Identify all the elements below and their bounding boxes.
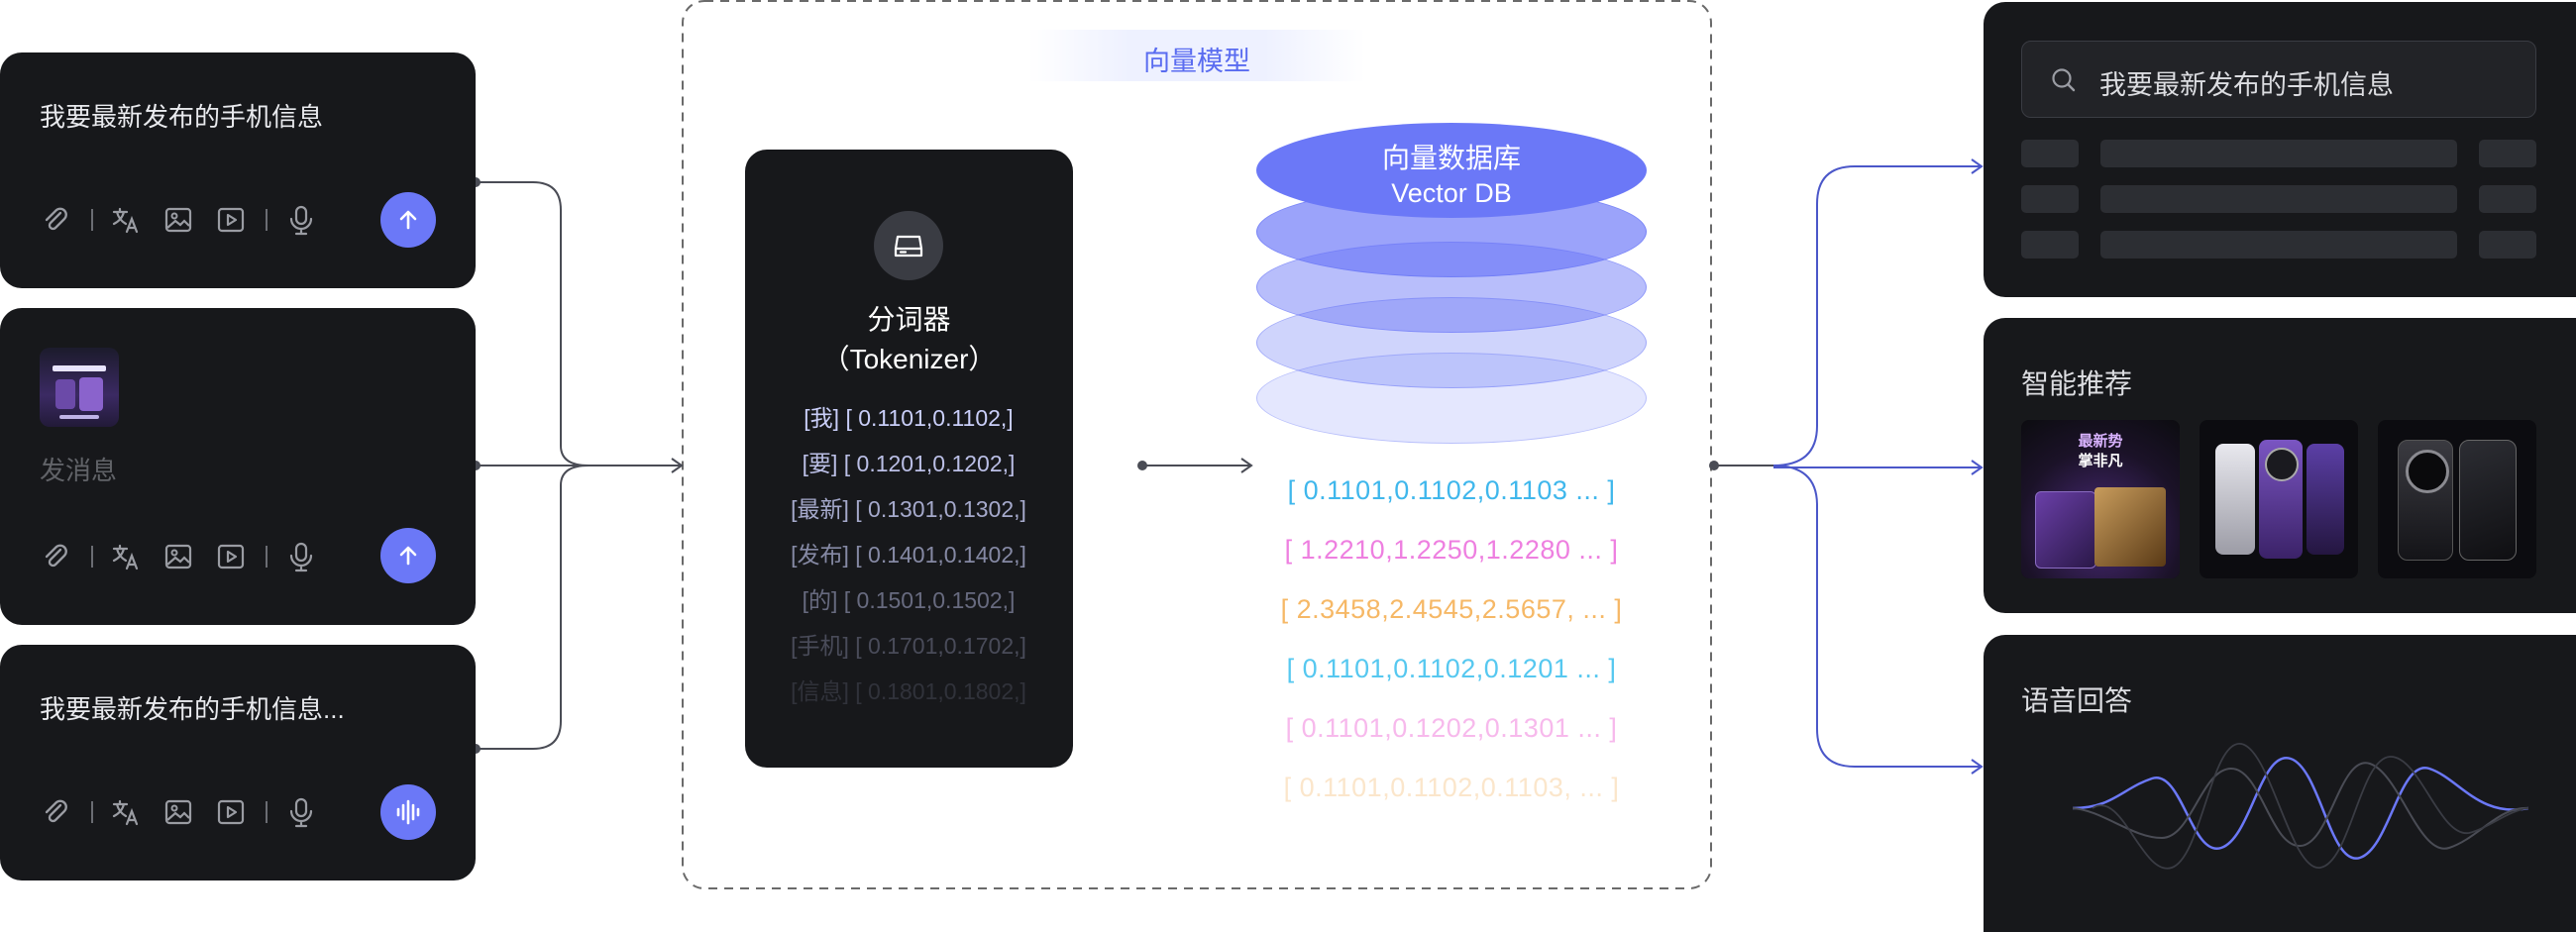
token-row: [发布] [ 0.1401,0.1402,]: [791, 542, 1026, 568]
result-skeleton: [2479, 185, 2536, 213]
paperclip-icon[interactable]: [40, 541, 71, 572]
model-title: 向量模型: [1143, 47, 1250, 76]
toolbar-divider: [266, 209, 268, 231]
product-card[interactable]: [2378, 420, 2536, 578]
voice-send-button[interactable]: [380, 784, 436, 840]
video-icon[interactable]: [215, 204, 247, 236]
tokenizer-icon-badge: [874, 211, 943, 280]
vector-row: [ 0.1101,0.1102,0.1103 ... ]: [1287, 475, 1616, 505]
db-title: 向量数据库: [1381, 143, 1521, 173]
toolbar-divider: [266, 546, 268, 568]
video-icon[interactable]: [215, 796, 247, 828]
token-row: [手机] [ 0.1701,0.1702,]: [791, 633, 1026, 659]
voice-waveform: [2073, 743, 2528, 870]
voice-answer-title: 语音回答: [2021, 685, 2133, 716]
db-layer-top: [1256, 123, 1647, 218]
translate-icon[interactable]: [110, 541, 142, 572]
translate-icon[interactable]: [110, 796, 142, 828]
product-card[interactable]: [2200, 420, 2358, 578]
output-connector-bottom: [1772, 465, 1982, 768]
search-icon: [2052, 68, 2076, 92]
image-icon[interactable]: [162, 204, 194, 236]
recommendation-card: 智能推荐 最新势 掌非凡: [1984, 318, 2576, 613]
paperclip-icon[interactable]: [40, 204, 71, 236]
product-slogan: 最新势: [2078, 433, 2123, 450]
token-row: [最新] [ 0.1301,0.1302,]: [791, 496, 1026, 522]
db-subtitle: Vector DB: [1391, 178, 1512, 208]
send-button[interactable]: [380, 192, 436, 248]
attached-image-thumbnail[interactable]: [40, 348, 119, 427]
vector-row: [ 0.1101,0.1102,0.1103, ... ]: [1283, 773, 1620, 802]
image-icon[interactable]: [162, 796, 194, 828]
result-skeleton: [2021, 231, 2079, 259]
result-skeleton: [2479, 140, 2536, 167]
toolbar-divider: [91, 801, 93, 823]
model-frame: [682, 0, 1712, 889]
vector-row: [ 2.3458,2.4545,2.5657, ... ]: [1280, 594, 1623, 624]
drive-icon: [894, 235, 923, 258]
vector-row: [ 0.1101,0.1202,0.1301 ... ]: [1285, 713, 1618, 743]
translate-icon[interactable]: [110, 204, 142, 236]
product-card[interactable]: 最新势 掌非凡: [2021, 420, 2180, 578]
toolbar-divider: [91, 546, 93, 568]
input-card-3: 我要最新发布的手机信息...: [0, 645, 476, 880]
token-row: [信息] [ 0.1801,0.1802,]: [791, 678, 1026, 704]
result-skeleton: [2479, 231, 2536, 259]
vector-row: [ 1.2210,1.2250,1.2280 ... ]: [1284, 535, 1619, 565]
tokenizer-card: 分词器 （Tokenizer） [我] [ 0.1101,0.1102,] [要…: [745, 150, 1073, 768]
input-card-2: 发消息: [0, 308, 476, 625]
microphone-icon[interactable]: [285, 796, 317, 828]
search-query: 我要最新发布的手机信息: [2099, 70, 2394, 100]
result-skeleton: [2100, 185, 2457, 213]
arrow-up-icon: [399, 546, 417, 566]
result-skeleton: [2021, 140, 2079, 167]
arrow-up-icon: [399, 210, 417, 230]
prompt-text: 我要最新发布的手机信息: [40, 102, 324, 132]
send-button[interactable]: [380, 528, 436, 583]
output-connector-top: [1772, 165, 1982, 466]
paperclip-icon[interactable]: [40, 796, 71, 828]
result-skeleton: [2100, 140, 2457, 167]
waveform-icon: [396, 799, 420, 825]
result-skeleton: [2021, 185, 2079, 213]
message-placeholder[interactable]: 发消息: [40, 456, 118, 485]
video-icon[interactable]: [215, 541, 247, 572]
tokenizer-name-en: （Tokenizer）: [821, 344, 997, 374]
microphone-icon[interactable]: [285, 204, 317, 236]
vector-row: [ 0.1101,0.1102,0.1201 ... ]: [1286, 654, 1617, 683]
token-row: [的] [ 0.1501,0.1502,]: [802, 587, 1016, 613]
search-result-card: 我要最新发布的手机信息: [1984, 2, 2576, 297]
input-connector-top: [476, 181, 590, 466]
image-icon[interactable]: [162, 541, 194, 572]
input-card-1: 我要最新发布的手机信息: [0, 52, 476, 288]
tokenizer-name: 分词器: [867, 304, 951, 335]
input-connector-bottom: [476, 465, 590, 750]
toolbar-divider: [266, 801, 268, 823]
product-slogan: 掌非凡: [2078, 453, 2123, 469]
result-skeleton: [2100, 231, 2457, 259]
model-title-pill: [1028, 30, 1365, 81]
toolbar-divider: [91, 209, 93, 231]
search-box[interactable]: 我要最新发布的手机信息: [2021, 41, 2536, 118]
microphone-icon[interactable]: [285, 541, 317, 572]
token-row: [要] [ 0.1201,0.1202,]: [802, 451, 1016, 476]
token-row: [我] [ 0.1101,0.1102,]: [804, 405, 1014, 431]
prompt-text: 我要最新发布的手机信息...: [40, 694, 345, 724]
recommendation-title: 智能推荐: [2021, 368, 2133, 399]
voice-answer-card: 语音回答: [1984, 635, 2576, 932]
